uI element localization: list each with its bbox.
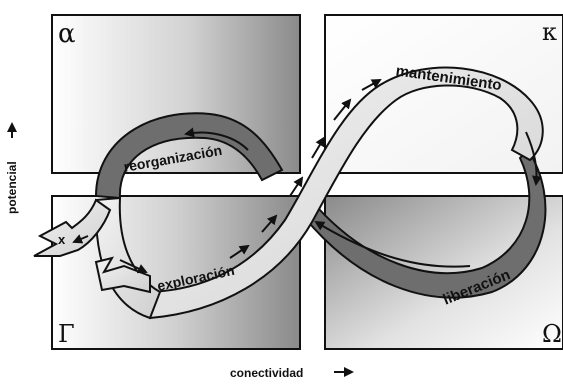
quadrant-omega-label: Ω — [542, 320, 562, 348]
x-axis-label: conectividad — [230, 366, 303, 380]
quadrant-kappa-label: κ — [542, 18, 557, 46]
entry-band — [94, 256, 151, 294]
exit-band — [33, 198, 112, 257]
quadrant-gamma-label: Γ — [58, 320, 75, 348]
exit-label: x — [58, 232, 66, 247]
y-axis-label: potencial — [5, 161, 19, 214]
flow-arrows — [72, 79, 542, 274]
reorganization-band — [94, 112, 284, 200]
conservation-band — [149, 66, 544, 320]
quadrant-alpha-label: α — [58, 19, 76, 49]
